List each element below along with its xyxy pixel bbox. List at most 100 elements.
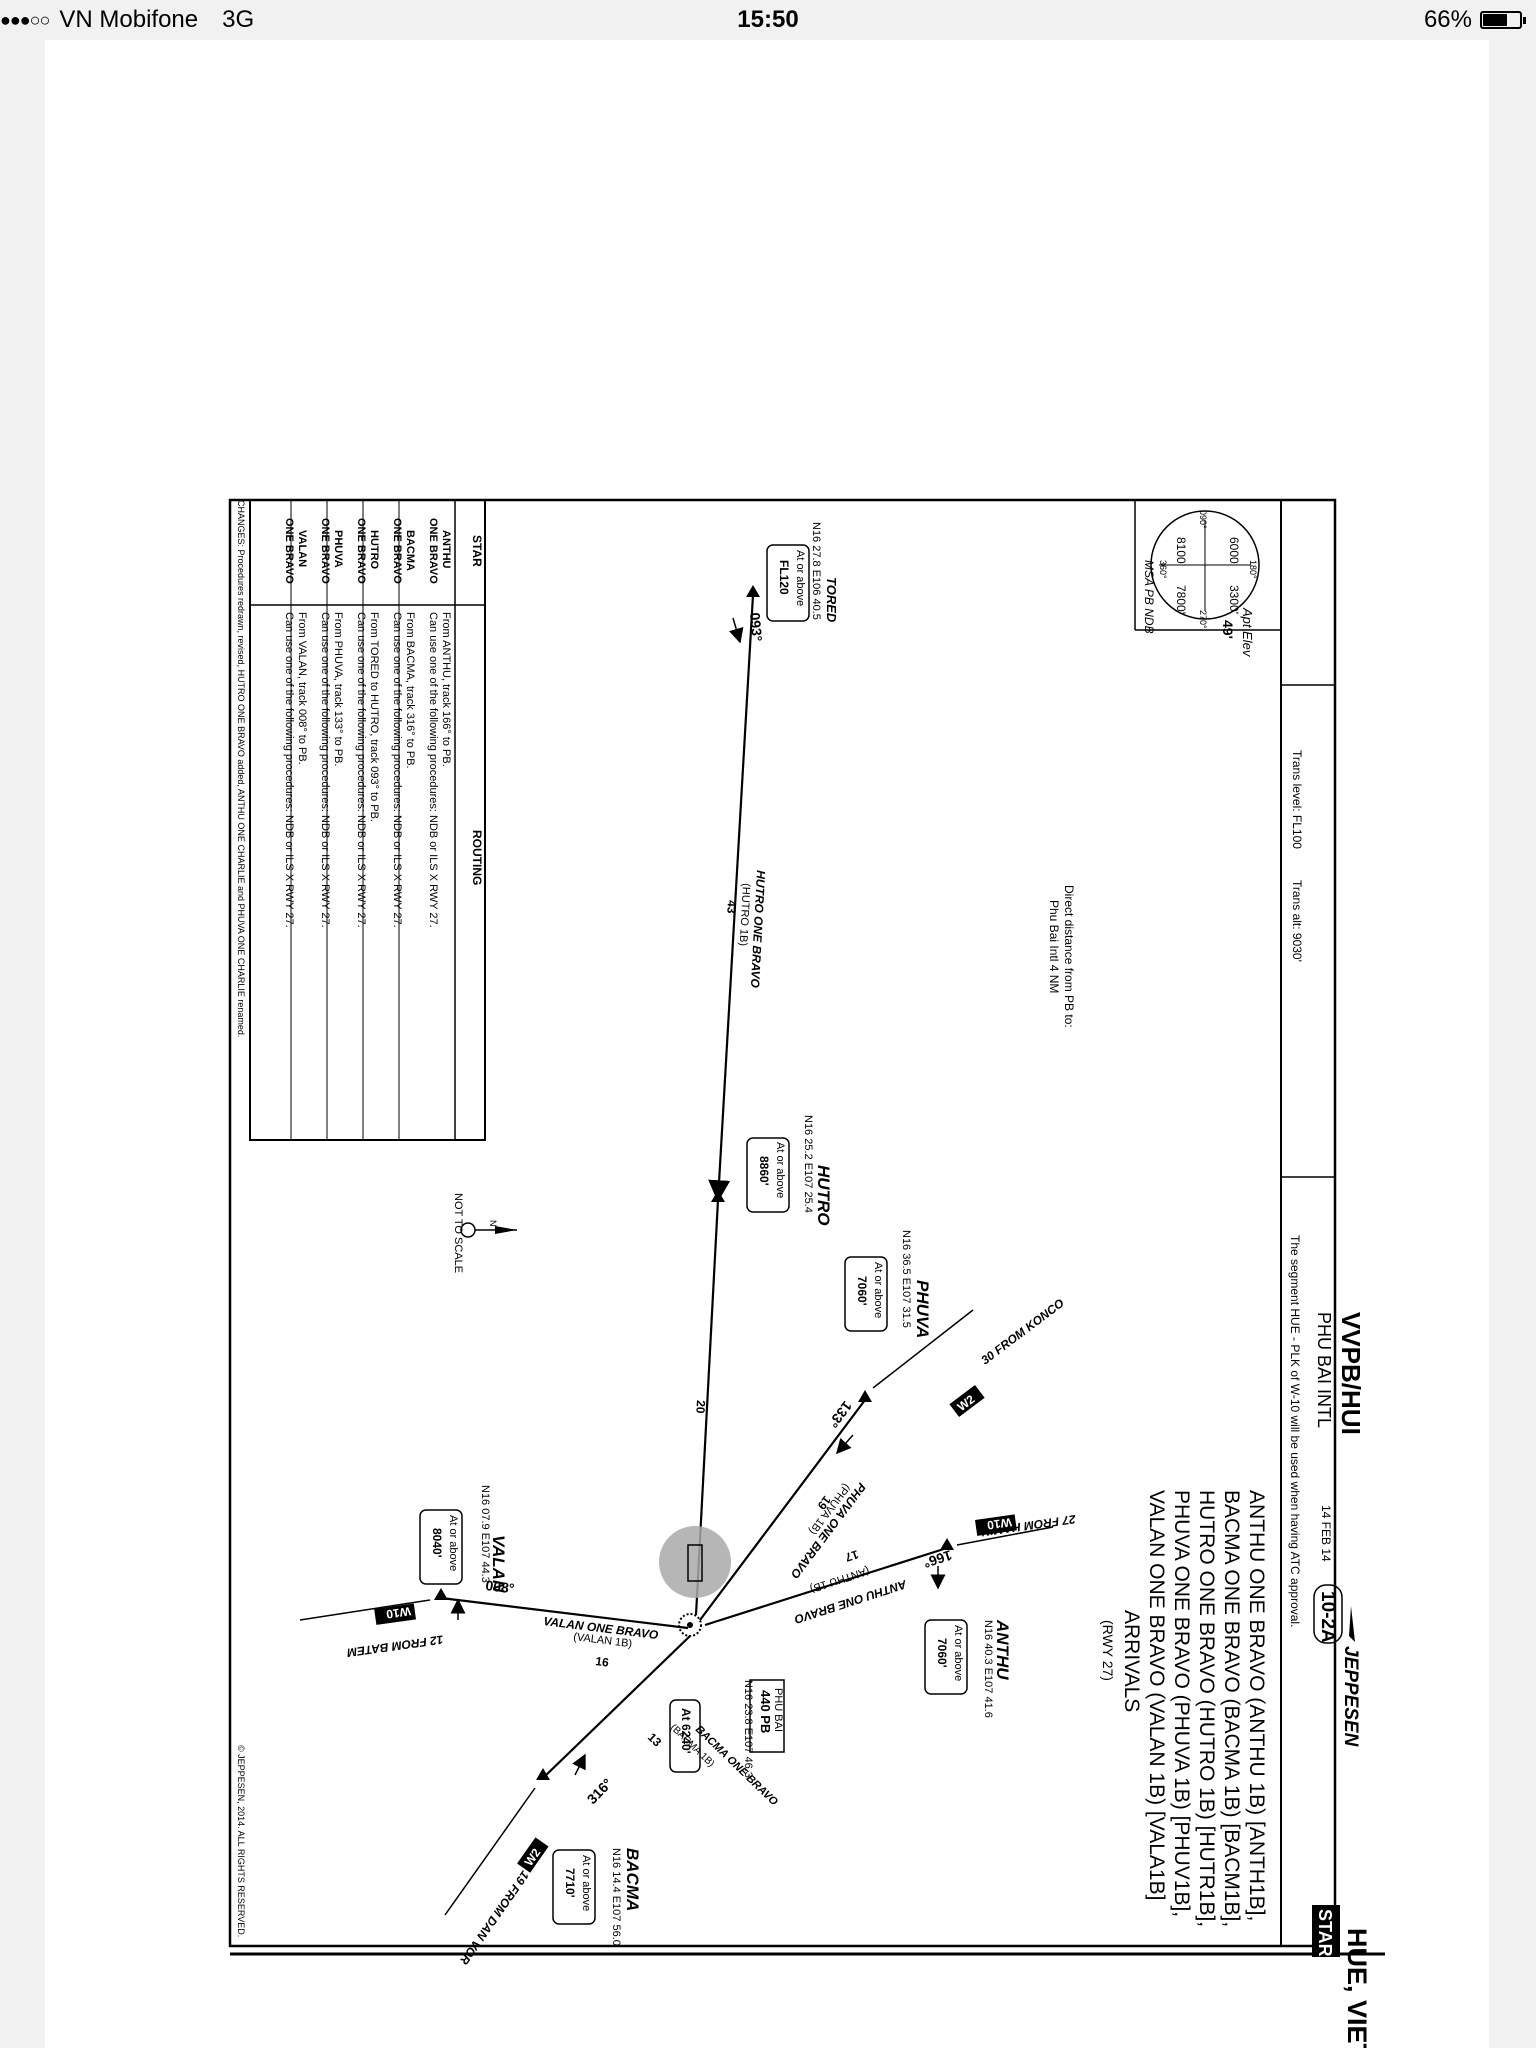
valan-coord: N16 07.9 E107 44.3 (479, 1485, 491, 1583)
chart-header: HUE, VIETNAM STAR JEPPESEN 14 FEB 14 10-… (1220, 607, 1372, 2048)
tored-name: TORED (824, 577, 839, 623)
table-row-1-routing-2: Can use one of the following procedures:… (391, 612, 403, 928)
bacma-coord: N16 14.4 E107 56.0 (610, 1848, 622, 1946)
table-row-2-star1: HUTRO (368, 530, 380, 570)
bacma-restr-label: At or above (580, 1855, 592, 1911)
phuva-fix-icon (858, 1390, 872, 1402)
publisher-logo: JEPPESEN (1340, 1646, 1361, 1748)
msa-bearing-090: 090° (1198, 510, 1208, 529)
procedure-titles: ANTHU ONE BRAVO (ANTHU 1B) [ANTH1B], BAC… (1100, 1490, 1268, 1927)
battery-icon (1480, 11, 1526, 29)
trans-alt: Trans alt: 9030' (1290, 880, 1304, 962)
hutro-dist-1: 43 (724, 900, 739, 914)
table-row-0-star2: ONE BRAVO (427, 518, 439, 584)
table-row-3-star1: PHUVA (332, 530, 344, 568)
routing-table (249, 499, 486, 1141)
pb-frequency: 440 PB (758, 1690, 773, 1733)
table-row-4-star1: VALAN (296, 530, 308, 567)
chart-type-badge: STAR (1315, 1909, 1335, 1957)
status-bar: ●●●○○ VN Mobifone 3G 15:50 66% (0, 0, 1536, 40)
anthu-restr-label: At or above (952, 1625, 964, 1681)
konco-label: 30 FROM KONCO (978, 1296, 1067, 1368)
battery-percent: 66% (1423, 6, 1472, 33)
msa-bearing-360: 360° (1158, 560, 1168, 579)
pb-ndb-icon (678, 1613, 702, 1637)
table-row-3-routing-2: Can use one of the following procedures:… (319, 612, 331, 928)
table-row-1-star2: ONE BRAVO (391, 518, 403, 584)
clock: 15:50 (737, 6, 799, 33)
table-row-4-star2: ONE BRAVO (283, 518, 295, 584)
course-arrows (450, 617, 946, 1776)
phuva-name: PHUVA (913, 1280, 932, 1338)
hutro-coord: N16 25.2 E107 25.4 (802, 1115, 814, 1213)
bacma-fix-icon (536, 1768, 550, 1780)
hutro-route-short: (HUTRO 1B) (737, 883, 752, 946)
icao-code: VVPB/HUI (1336, 1312, 1366, 1435)
hutro-restr-value: 8860' (757, 1156, 771, 1186)
document-page[interactable]: HUE, VIETNAM STAR JEPPESEN 14 FEB 14 10-… (45, 40, 1489, 2048)
bacma-dist: 13 (645, 1730, 665, 1750)
msa-label: MSA PB NDB (1142, 560, 1156, 634)
anthu-route-short: (ANTHU 1B) (808, 1564, 870, 1594)
msa-sector-nw: 8100' (1174, 537, 1188, 566)
jeppesen-logo-icon (1349, 1606, 1355, 1642)
phuva-restr-label: At or above (872, 1262, 884, 1318)
runway-label: (RWY 27) (1100, 1620, 1116, 1681)
direct-distance-line-2: Phu Bai Intl 4 NM (1047, 900, 1061, 993)
valan-restr-value: 8040' (430, 1528, 444, 1558)
network-type: 3G (222, 6, 255, 33)
phuva-restr-value: 7060' (855, 1276, 869, 1306)
title-line-1: ANTHU ONE BRAVO (ANTHU 1B) [ANTH1B], (1245, 1490, 1268, 1921)
hutro-name: HUTRO (814, 1165, 833, 1225)
batem-airway-id: W10 (385, 1604, 412, 1621)
hutro-course: 093° (747, 612, 765, 642)
tored-fix-icon (746, 585, 760, 597)
carrier-info: ●●●○○ VN Mobifone 3G (0, 6, 254, 34)
anthu-fix-icon (940, 1538, 954, 1550)
north-arrow-icon (495, 1226, 517, 1234)
valan-name: VALAN (489, 1535, 508, 1593)
table-row-0-star1: ANTHU (440, 530, 452, 569)
airway-labels: 30 FROM KONCO W2 27 FROM HAMIN W10 12 FR… (345, 1296, 1077, 1968)
valan-dist: 16 (595, 1654, 610, 1670)
msa-sector-ne: 6000' (1227, 537, 1241, 566)
msa-sector-se: 3300' (1227, 585, 1241, 614)
table-row-4-routing-1: From VALAN, track 008° to PB. (296, 612, 308, 765)
tored-restr-value: FL120 (777, 560, 791, 595)
hutro-fix-icon (711, 1190, 725, 1202)
fix-labels: TORED N16 27.8 E106 40.5 At or above FL1… (419, 522, 1012, 1946)
title-line-3: HUTRO ONE BRAVO (HUTRO 1B) [HUTR1B], (1195, 1490, 1218, 1927)
table-row-0-routing-2: Can use one of the following procedures:… (427, 612, 439, 928)
approach-chart[interactable]: HUE, VIETNAM STAR JEPPESEN 14 FEB 14 10-… (45, 40, 1489, 2048)
battery-fill (1483, 14, 1507, 26)
phuva-route-name: PHUVA ONE BRAVO (788, 1480, 869, 1581)
table-header-routing: ROUTING (470, 830, 484, 885)
phuva-coord: N16 36.5 E107 31.5 (900, 1230, 912, 1328)
anthu-coord: N16 40.3 E107 41.6 (982, 1620, 994, 1718)
arrivals-label: ARRIVALS (1120, 1610, 1143, 1712)
table-row-0-routing-1: From ANTHU, track 166° to PB. (440, 612, 452, 767)
anthu-restr-value: 7060' (935, 1638, 949, 1668)
signal-strength-icon: ●●●○○ (0, 9, 50, 30)
valan-restr-label: At or above (447, 1515, 459, 1571)
table-row-1-star1: BACMA (404, 530, 416, 571)
hutro-restr-label: At or above (774, 1142, 786, 1198)
table-row-3-routing-1: From PHUVA, track 133° to PB. (332, 612, 344, 767)
msa-circle: 6000' 3300' 7800' 8100' 180° 270° 360° 0… (1142, 510, 1260, 634)
valan-fix-icon (434, 1588, 448, 1600)
chart-number: 10-2A (1317, 1591, 1338, 1643)
bacma-restr-value: 7710' (563, 1868, 577, 1898)
table-row-3-star2: ONE BRAVO (319, 518, 331, 584)
hutro-route-name: HUTRO ONE BRAVO (748, 870, 768, 989)
table-row-2-star2: ONE BRAVO (355, 518, 367, 584)
table-header-star: STAR (470, 535, 484, 567)
title-line-5: VALAN ONE BRAVO (VALAN 1B) [VALA1B] (1145, 1490, 1168, 1900)
apt-elev-value: 49' (1220, 620, 1236, 639)
location-title: HUE, VIETNAM (1342, 1928, 1372, 2048)
fix-markers (434, 585, 954, 1780)
not-to-scale: NOT TO SCALE (452, 1193, 464, 1273)
trans-level: Trans level: FL100 (1290, 750, 1304, 849)
title-line-2: BACMA ONE BRAVO (BACMA 1B) [BACM1B], (1220, 1490, 1243, 1927)
title-line-4: PHUVA ONE BRAVO (PHUVA 1B) [PHUV1B], (1170, 1490, 1193, 1917)
changes-note: CHANGES: Procedures redrawn, revised, HU… (236, 500, 246, 1037)
